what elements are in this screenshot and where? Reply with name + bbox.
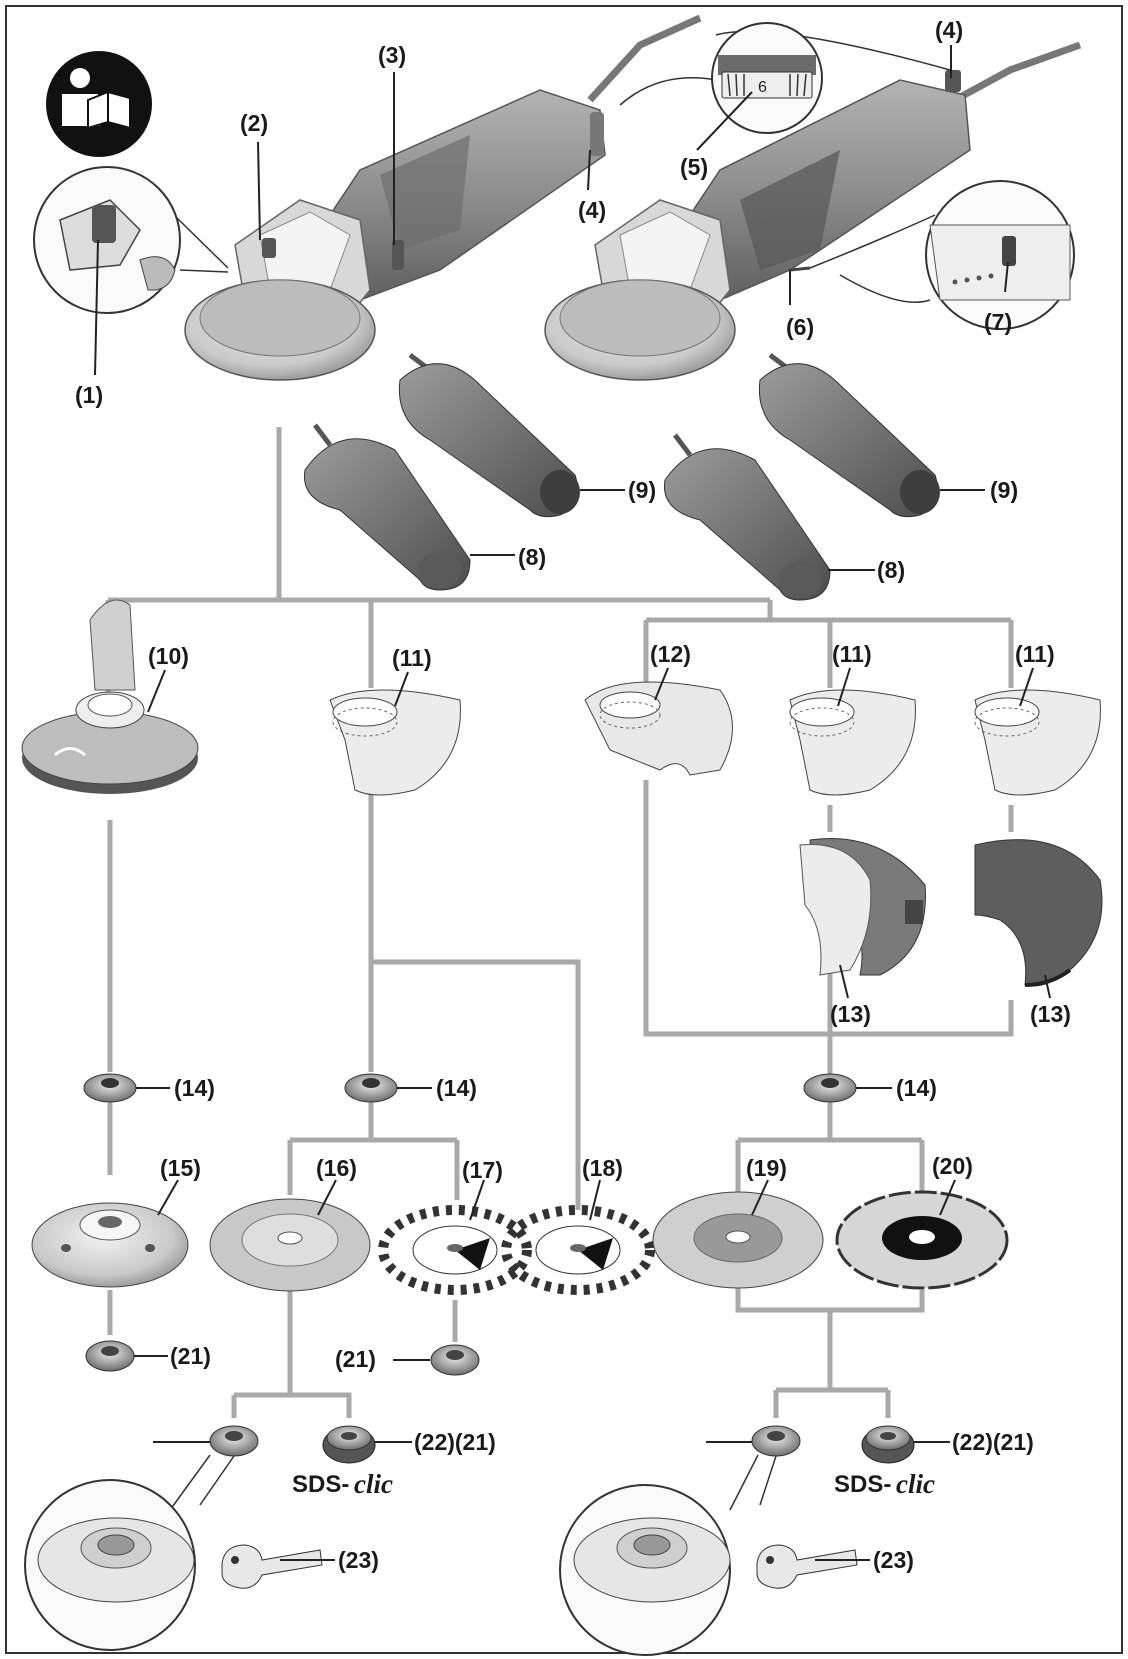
guard-11-right-b <box>974 689 1101 796</box>
angle-grinder-right <box>544 41 1082 381</box>
label-21-left: (21) <box>170 1343 211 1369</box>
angle-grinder-left <box>184 14 702 381</box>
clamping-nut-bottom-left <box>209 1425 259 1457</box>
label-11-right-b: (11) <box>1015 641 1055 667</box>
label-3: (3) <box>378 42 406 68</box>
label-21-middle: (21) <box>335 1346 376 1372</box>
label-8-right: (8) <box>877 557 905 583</box>
label-11-middle: (11) <box>392 645 432 671</box>
auxiliary-handle-right-front <box>663 433 831 601</box>
sds-prefix-left: SDS- <box>292 1471 349 1498</box>
page-frame <box>5 5 1123 1654</box>
label-19: (19) <box>746 1155 787 1181</box>
label-22-21-right: (22)(21) <box>952 1429 1034 1455</box>
cup-brush-18 <box>501 1205 655 1295</box>
backing-pad-15 <box>31 1202 189 1288</box>
sds-clic-mark-left: SDS- clic <box>292 1469 393 1499</box>
label-13-left: (13) <box>830 1001 871 1027</box>
extraction-guard-10 <box>21 599 199 794</box>
label-4-left: (4) <box>578 197 606 223</box>
cutting-disc-19 <box>652 1191 824 1289</box>
label-23-left: (23) <box>338 1547 379 1573</box>
read-manual-icon <box>46 51 152 157</box>
label-14-right: (14) <box>896 1075 937 1101</box>
inset-spindle-lock <box>33 166 229 314</box>
mounting-flange-14-right <box>803 1073 857 1103</box>
two-pin-spanner-right <box>756 1544 858 1589</box>
leader-lines <box>94 45 1051 1561</box>
guard-11-right-a <box>789 689 916 796</box>
label-9-left: (9) <box>628 477 656 503</box>
sds-quick-nut-left <box>322 1425 376 1464</box>
sds-suffix-right: clic <box>896 1469 935 1499</box>
label-22-21-left: (22)(21) <box>414 1429 496 1455</box>
label-2: (2) <box>240 110 268 136</box>
diamond-disc-20 <box>835 1190 1009 1290</box>
connector-lines <box>105 427 1014 1418</box>
guard-12 <box>584 681 733 776</box>
label-17: (17) <box>462 1157 503 1183</box>
label-11-right-a: (11) <box>832 641 872 667</box>
label-18: (18) <box>582 1155 623 1181</box>
label-20: (20) <box>932 1153 973 1179</box>
cover-13-light <box>799 837 926 976</box>
inset-indicator <box>809 180 1075 330</box>
label-4-right: (4) <box>935 17 963 43</box>
label-23-right: (23) <box>873 1547 914 1573</box>
label-14-middle: (14) <box>436 1075 477 1101</box>
part-labels: (1) (2) (3) (4) (4) (5) (6) (7) (8) (8) … <box>75 17 1071 1573</box>
label-15: (15) <box>160 1155 201 1181</box>
cover-13-dark <box>974 839 1103 987</box>
guard-11-middle <box>329 689 461 796</box>
mounting-flange-14-middle <box>344 1073 398 1103</box>
label-16: (16) <box>316 1155 357 1181</box>
magnified-nut-right <box>559 1454 777 1656</box>
label-8-left: (8) <box>518 544 546 570</box>
label-13-right: (13) <box>1030 1001 1071 1027</box>
magnified-nut-left <box>24 1454 235 1651</box>
clamping-nut-21-middle <box>430 1344 480 1376</box>
mounting-flange-14-left <box>83 1073 137 1103</box>
clamping-nut-bottom-right <box>751 1425 801 1457</box>
label-7: (7) <box>984 309 1012 335</box>
cup-brush-17 <box>378 1205 532 1295</box>
auxiliary-handle-right-back <box>758 353 940 518</box>
label-12: (12) <box>650 641 691 667</box>
label-14-left: (14) <box>174 1075 215 1101</box>
label-10: (10) <box>148 643 189 669</box>
sds-quick-nut-right <box>861 1425 915 1464</box>
grinding-disc-16 <box>209 1198 371 1292</box>
label-9-right: (9) <box>990 477 1018 503</box>
label-5: (5) <box>680 154 708 180</box>
speed-dial-value: 6 <box>758 79 767 96</box>
inset-speed-dial: 6 <box>619 22 951 151</box>
two-pin-spanner-left <box>221 1544 323 1589</box>
sds-clic-mark-right: SDS- clic <box>834 1469 935 1499</box>
sds-suffix-left: clic <box>354 1469 393 1499</box>
clamping-nut-21-left <box>85 1340 135 1372</box>
auxiliary-handle-left-front <box>303 423 471 591</box>
auxiliary-handle-left-back <box>398 353 580 518</box>
sds-prefix-right: SDS- <box>834 1471 891 1498</box>
label-1: (1) <box>75 382 103 408</box>
label-6: (6) <box>786 314 814 340</box>
